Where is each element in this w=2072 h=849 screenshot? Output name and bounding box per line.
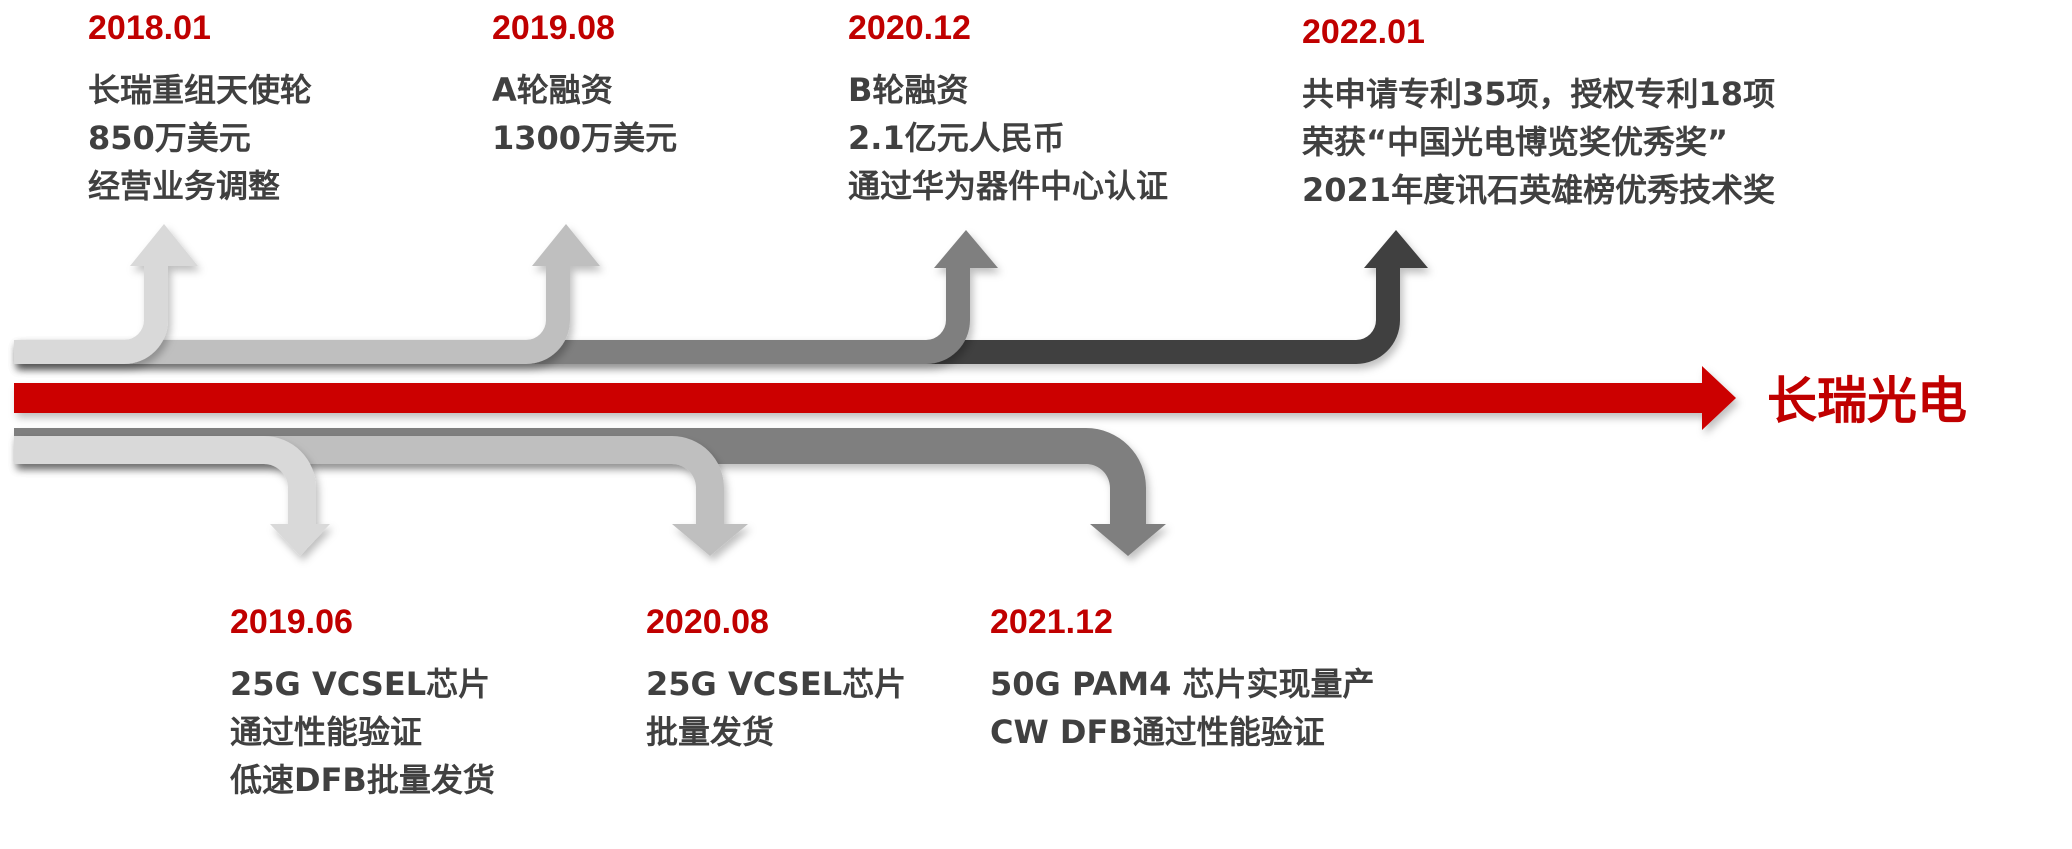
milestone-text: 25G VCSEL芯片 (230, 665, 491, 703)
milestone-text: 长瑞重组天使轮 (88, 71, 313, 109)
top-milestone-2019-08: 2019.08 A轮融资 1300万美元 (492, 8, 677, 162)
milestone-date: 2019.08 (492, 9, 615, 47)
milestone-date: 2022.01 (1302, 13, 1425, 51)
milestone-text: 通过华为器件中心认证 (848, 167, 1169, 205)
milestone-text: A轮融资 (492, 71, 613, 109)
milestone-text: 低速DFB批量发货 (230, 761, 495, 799)
top-milestone-2020-12: 2020.12 B轮融资 2.1亿元人民币 通过华为器件中心认证 (848, 8, 1168, 210)
milestone-text: 荣获“中国光电博览奖优秀奖” (1302, 123, 1729, 161)
milestone-text: 50G PAM4 芯片实现量产 (990, 665, 1375, 703)
milestone-date: 2019.06 (230, 603, 353, 641)
top-arrow-1 (14, 224, 198, 364)
company-name: 长瑞光电 (1767, 372, 1967, 430)
bottom-milestone-2021-12: 2021.12 50G PAM4 芯片实现量产 CW DFB通过性能验证 (990, 602, 1374, 756)
milestone-date: 2018.01 (88, 9, 211, 47)
bottom-arrow-1 (14, 436, 330, 556)
milestone-text: 经营业务调整 (88, 167, 281, 205)
milestone-text: 1300万美元 (492, 119, 678, 157)
milestone-text: 批量发货 (646, 713, 775, 751)
bottom-milestone-2019-06: 2019.06 25G VCSEL芯片 通过性能验证 低速DFB批量发货 (230, 602, 495, 804)
milestone-date: 2020.12 (848, 9, 971, 47)
milestone-text: 25G VCSEL芯片 (646, 665, 907, 703)
milestone-text: 共申请专利35项，授权专利18项 (1302, 75, 1776, 113)
milestone-text: B轮融资 (848, 71, 969, 109)
milestone-date: 2020.08 (646, 603, 769, 641)
milestone-text: 2.1亿元人民币 (848, 119, 1065, 157)
milestone-text: 850万美元 (88, 119, 251, 157)
top-milestone-2018-01: 2018.01 长瑞重组天使轮 850万美元 经营业务调整 (88, 8, 312, 210)
bottom-milestone-2020-08: 2020.08 25G VCSEL芯片 批量发货 (646, 602, 906, 756)
milestone-text: CW DFB通过性能验证 (990, 713, 1325, 751)
top-milestone-2022-01: 2022.01 共申请专利35项，授权专利18项 荣获“中国光电博览奖优秀奖” … (1302, 12, 1775, 214)
main-timeline-arrow (14, 366, 1736, 430)
milestone-text: 2021年度讯石英雄榜优秀技术奖 (1302, 171, 1776, 209)
milestone-date: 2021.12 (990, 603, 1113, 641)
milestone-text: 通过性能验证 (230, 713, 423, 751)
